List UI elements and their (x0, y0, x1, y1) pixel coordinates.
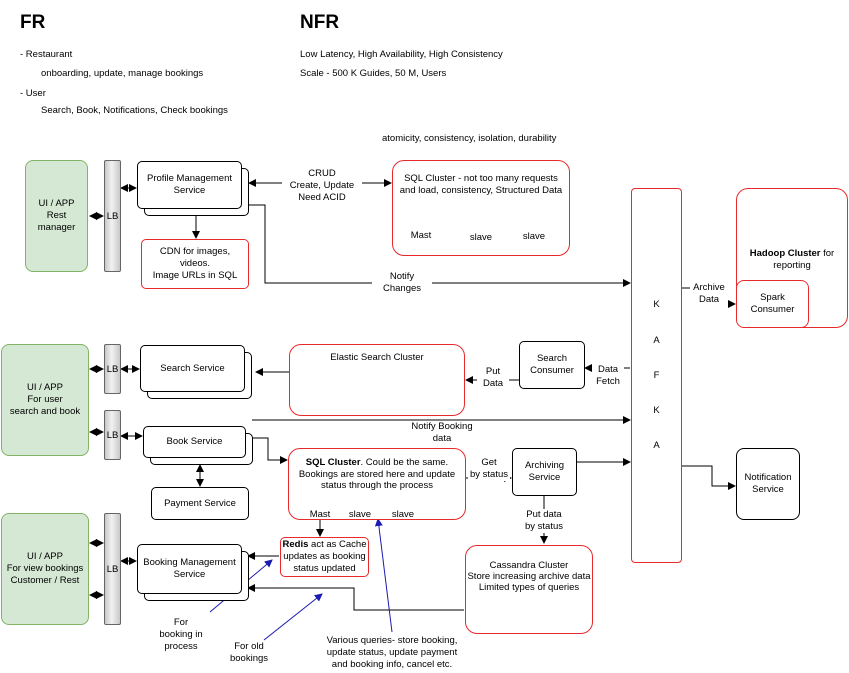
kafka-bus[interactable] (631, 188, 682, 563)
load-balancer-4[interactable]: LB (104, 513, 121, 625)
sql-book-line-1: SQL Cluster. Could be the same. (305, 457, 449, 468)
annotation-various-queries: Various queries- store booking,update st… (326, 635, 458, 670)
edge-cassandra-bookingmgmt (247, 584, 464, 611)
edge-book-sqlbook (252, 437, 288, 464)
load-balancer-2[interactable]: LB (104, 344, 121, 394)
sql-top-line-2: and load, consistency, Structured Data (399, 185, 563, 196)
search-service[interactable]: Search Service (140, 345, 245, 392)
nfr-title: NFR (300, 12, 340, 33)
kafka-letter-3: F (653, 370, 660, 381)
annotation-arrow-various-queries (374, 518, 393, 633)
sql-top-db-slave-2-label: slave (522, 231, 546, 242)
cassandra-line-2: Store increasing archive data (467, 571, 591, 582)
sql-book-db-slave-1-label: slave (348, 509, 372, 520)
fr-user-items: Search, Book, Notifications, Check booki… (41, 105, 228, 116)
book-service[interactable]: Book Service (143, 426, 246, 458)
edge-kafka-notification (682, 465, 736, 490)
nfr-line-2: Scale - 500 K Guides, 50 M, Users (300, 68, 447, 79)
sql-top-db-slave-1-label: slave (469, 232, 493, 243)
edge-profile-kafka (249, 204, 631, 287)
kafka-letter-5: A (653, 440, 660, 451)
elastic-title: Elastic Search Cluster (330, 352, 424, 363)
annotation-arrow-old-bookings (263, 593, 323, 641)
sql-top-db-master-label: Mast (410, 230, 432, 241)
sql-book-line-2: Bookings are stored here and update (298, 469, 456, 480)
sql-top-line-1: SQL Cluster - not too many requests (404, 173, 558, 184)
cassandra-line-3: Limited types of queries (478, 582, 580, 593)
cassandra-cluster[interactable] (465, 545, 593, 634)
load-balancer-3[interactable]: LB (104, 410, 121, 460)
cdn-box[interactable]: CDN for images,videos.Image URLs in SQL (141, 239, 249, 289)
redis-cache[interactable]: Redis act as Cache updates as booking st… (280, 537, 369, 577)
nfr-line-1: Low Latency, High Availability, High Con… (300, 49, 503, 60)
elastic-search-cluster[interactable] (289, 344, 465, 416)
kafka-letter-2: A (653, 335, 660, 346)
fr-restaurant-items: onboarding, update, manage bookings (41, 68, 204, 79)
cassandra-line-1: Cassandra Cluster (489, 560, 569, 571)
load-balancer-1[interactable]: LB (104, 160, 121, 272)
fr-user: - User (20, 88, 46, 99)
sql-book-db-master-label: Mast (309, 509, 331, 520)
hadoop-line-1: Hadoop Cluster for (749, 248, 835, 259)
sql-book-line-3: status through the process (321, 480, 433, 491)
hadoop-line-2: reporting (773, 260, 811, 271)
sql-cluster-top[interactable] (392, 160, 570, 256)
kafka-letter-1: K (653, 299, 660, 310)
fr-title: FR (20, 12, 46, 33)
sql-book-db-slave-2-label: slave (391, 509, 415, 520)
acid-note: atomicity, consistency, isolation, durab… (382, 133, 557, 144)
kafka-letter-4: K (653, 405, 660, 416)
payment-service[interactable]: Payment Service (151, 487, 249, 520)
sql-cluster-booking[interactable] (288, 448, 466, 520)
fr-restaurant: - Restaurant (20, 49, 73, 60)
